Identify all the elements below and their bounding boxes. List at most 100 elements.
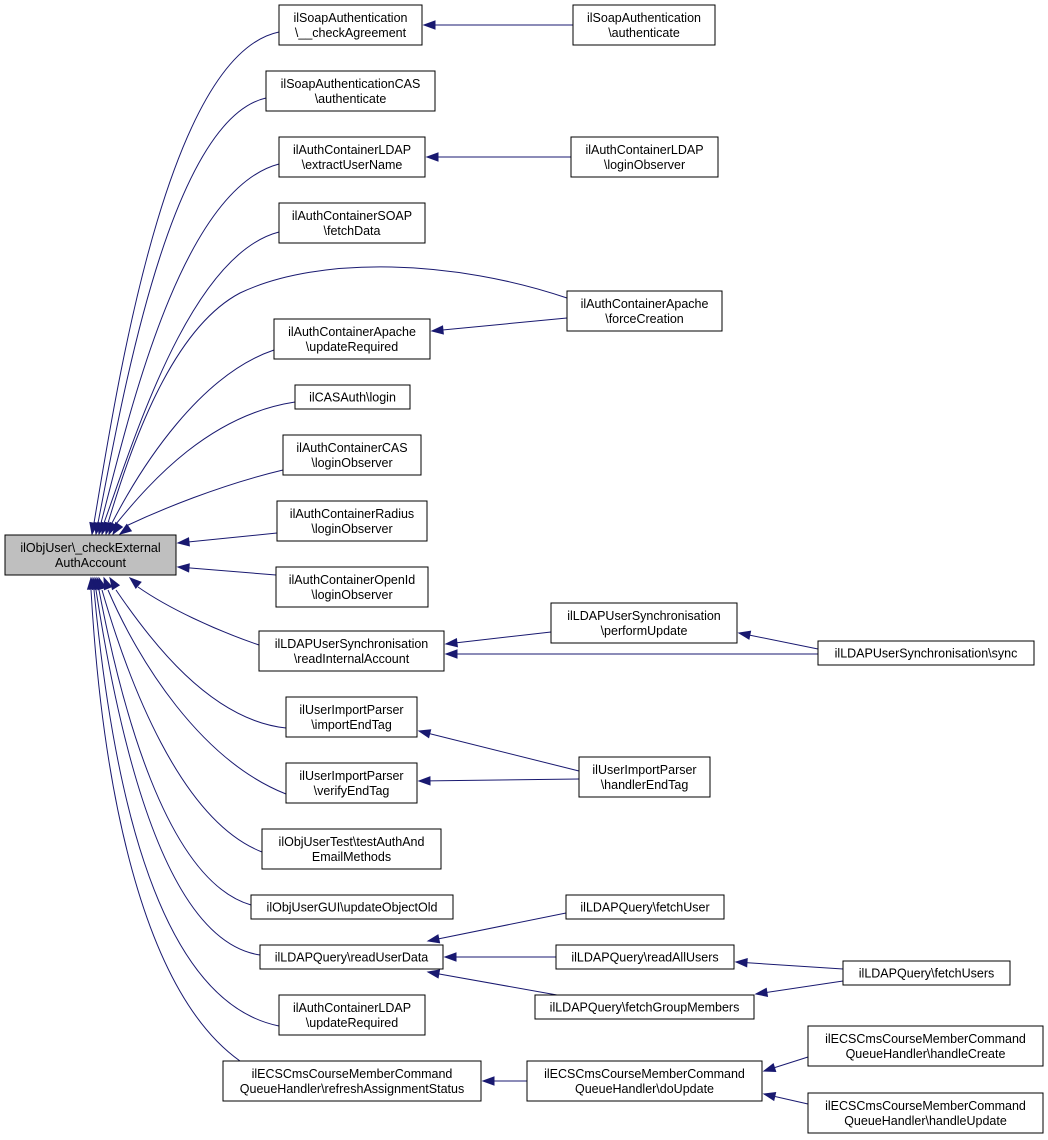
node-box: [807, 1025, 1044, 1067]
node-label-line: QueueHandler\handleUpdate: [844, 1114, 1007, 1128]
node-box: [261, 828, 442, 870]
graph-node[interactable]: ilECSCmsCourseMemberCommandQueueHandler\…: [807, 1092, 1044, 1134]
node-label-line: ilLDAPUserSynchronisation\sync: [835, 647, 1018, 661]
edge-line: [137, 586, 260, 646]
graph-node[interactable]: ilLDAPUserSynchronisation\readInternalAc…: [258, 630, 445, 672]
node-box: [273, 318, 431, 360]
graph-node[interactable]: ilAuthContainerLDAP\extractUserName: [278, 136, 426, 178]
node-label-line: AuthAccount: [55, 556, 126, 570]
node-label-line: ilSoapAuthentication: [587, 11, 701, 25]
graph-node[interactable]: ilAuthContainerRadius\loginObserver: [276, 500, 428, 542]
graph-node[interactable]: ilLDAPQuery\fetchGroupMembers: [534, 994, 755, 1020]
node-box: [278, 202, 426, 244]
node-box: [4, 534, 177, 576]
graph-node[interactable]: ilLDAPQuery\fetchUser: [565, 894, 725, 920]
node-label-line: ilLDAPQuery\readAllUsers: [571, 951, 718, 965]
edge-arrowhead: [176, 537, 190, 547]
edge-n23-to-n21: [443, 952, 556, 962]
graph-node[interactable]: ilAuthContainerSOAP\fetchData: [278, 202, 426, 244]
edge-n2-to-n1: [422, 20, 573, 30]
graph-node[interactable]: ilAuthContainerLDAP\loginObserver: [570, 136, 719, 178]
node-box: [566, 290, 723, 332]
graph-node[interactable]: ilLDAPQuery\fetchUsers: [842, 960, 1011, 986]
node-label-line: ilSoapAuthentication: [294, 11, 408, 25]
graph-node[interactable]: ilAuthContainerLDAP\updateRequired: [278, 994, 426, 1036]
edge-n11-to-n0: [176, 532, 278, 547]
edge-n1-to-n0: [89, 31, 280, 536]
graph-node[interactable]: ilLDAPQuery\readUserData: [259, 944, 444, 970]
graph-node[interactable]: ilSoapAuthentication\__checkAgreement: [278, 4, 423, 46]
graph-node[interactable]: ilAuthContainerApache\updateRequired: [273, 318, 431, 360]
graph-node[interactable]: ilLDAPUserSynchronisation\performUpdate: [550, 602, 738, 644]
node-label-line: ilAuthContainerLDAP: [585, 143, 703, 157]
edge-arrowhead: [118, 523, 133, 535]
edge-n10-to-n0: [118, 469, 284, 535]
node-box: [258, 630, 445, 672]
graph-node[interactable]: ilUserImportParser\verifyEndTag: [285, 762, 418, 804]
edge-n30-to-n28: [762, 1091, 809, 1105]
graph-node[interactable]: ilLDAPUserSynchronisation\sync: [817, 640, 1035, 666]
node-label-line: ilECSCmsCourseMemberCommand: [825, 1032, 1026, 1046]
graph-node[interactable]: ilCASAuth\login: [294, 384, 411, 410]
edge-line: [107, 589, 287, 795]
node-label-line: \fetchData: [324, 224, 381, 238]
edge-arrowhead: [417, 729, 432, 739]
node-label-line: ilAuthContainerOpenId: [289, 573, 416, 587]
node-label-line: \updateRequired: [306, 340, 398, 354]
node-box: [555, 944, 735, 970]
edge-n6-to-n0: [101, 231, 280, 536]
edge-line: [100, 163, 280, 524]
graph-node[interactable]: ilSoapAuthentication\authenticate: [572, 4, 716, 46]
edge-arrowhead: [444, 638, 458, 648]
edge-arrowhead: [444, 649, 458, 659]
edge-line: [98, 589, 252, 906]
node-label-line: \loginObserver: [604, 158, 685, 172]
edge-n13-to-n0: [128, 577, 260, 646]
edge-line: [93, 589, 280, 1027]
edge-n25-to-n21: [426, 969, 558, 996]
node-label-line: ilAuthContainerSOAP: [292, 209, 412, 223]
graph-node[interactable]: ilSoapAuthenticationCAS\authenticate: [265, 70, 436, 112]
node-label-line: QueueHandler\refreshAssignmentStatus: [240, 1082, 464, 1096]
node-box: [275, 566, 429, 608]
edge-line: [115, 401, 296, 525]
edge-n20-to-n0: [94, 576, 252, 906]
node-label-line: \performUpdate: [601, 624, 688, 638]
node-box: [550, 602, 738, 644]
edge-line: [90, 589, 241, 1062]
edge-arrowhead: [443, 952, 457, 962]
edge-line: [427, 912, 567, 942]
node-label-line: \readInternalAccount: [294, 652, 410, 666]
node-label-line: ilAuthContainerCAS: [296, 441, 407, 455]
edge-n14-to-n13: [444, 631, 552, 648]
graph-node[interactable]: ilECSCmsCourseMemberCommandQueueHandler\…: [807, 1025, 1044, 1067]
graph-node[interactable]: ilUserImportParser\importEndTag: [285, 696, 418, 738]
edge-arrowhead: [426, 934, 441, 944]
edge-arrowhead: [86, 576, 97, 590]
edge-line: [125, 469, 284, 527]
graph-node[interactable]: ilLDAPQuery\readAllUsers: [555, 944, 735, 970]
node-label-line: QueueHandler\handleCreate: [846, 1047, 1006, 1061]
graph-node[interactable]: ilAuthContainerOpenId\loginObserver: [275, 566, 429, 608]
edge-line: [431, 317, 568, 332]
graph-node[interactable]: ilECSCmsCourseMemberCommandQueueHandler\…: [222, 1060, 482, 1102]
graph-node[interactable]: ilAuthContainerCAS\loginObserver: [282, 434, 422, 476]
node-box: [250, 894, 454, 920]
graph-node[interactable]: ilObjUserGUI\updateObjectOld: [250, 894, 454, 920]
graph-node[interactable]: ilAuthContainerApache\forceCreation: [566, 290, 723, 332]
edge-line: [101, 589, 263, 853]
node-box: [565, 894, 725, 920]
edge-line: [445, 631, 552, 645]
edge-n28-to-n27: [481, 1076, 527, 1086]
edge-arrowhead: [762, 1091, 777, 1102]
graph-node[interactable]: ilECSCmsCourseMemberCommandQueueHandler\…: [526, 1060, 763, 1102]
node-label-line: \verifyEndTag: [314, 784, 390, 798]
edge-n29-to-n28: [762, 1056, 809, 1073]
node-box: [572, 4, 716, 46]
graph-node[interactable]: ilUserImportParser\handlerEndTag: [578, 756, 711, 798]
edge-arrowhead: [762, 1063, 777, 1073]
